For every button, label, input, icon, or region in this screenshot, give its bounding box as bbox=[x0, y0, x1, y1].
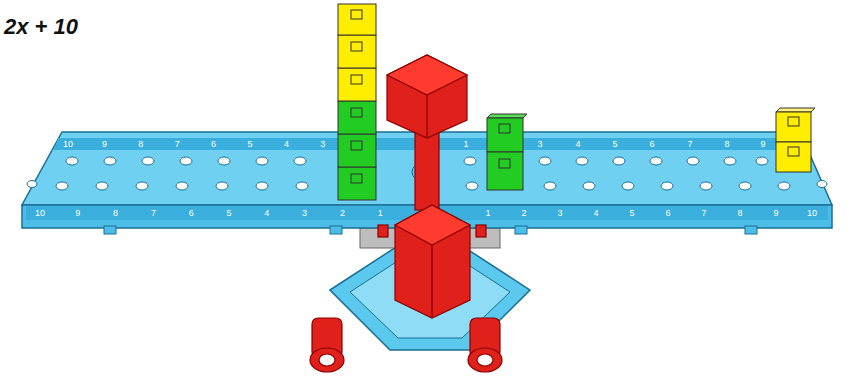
scale-number: 6 bbox=[649, 139, 654, 149]
scale-number: 7 bbox=[151, 208, 156, 218]
scale-number: 3 bbox=[537, 139, 542, 149]
scale-number: 1 bbox=[378, 208, 383, 218]
scale-number: 1 bbox=[485, 208, 490, 218]
scale-number: 4 bbox=[593, 208, 598, 218]
scale-number: 2 bbox=[340, 208, 345, 218]
cube-stack bbox=[776, 108, 815, 172]
cube-stack bbox=[338, 4, 376, 200]
scale-number: 5 bbox=[629, 208, 634, 218]
stand-wheels bbox=[310, 318, 502, 372]
scale-number: 5 bbox=[226, 208, 231, 218]
scale-number: 2 bbox=[521, 208, 526, 218]
scale-number: 3 bbox=[320, 139, 325, 149]
scale-number: 8 bbox=[138, 139, 143, 149]
balance-pointer bbox=[378, 55, 486, 318]
scale-number: 4 bbox=[284, 139, 289, 149]
scale-number: 10 bbox=[35, 208, 45, 218]
scale-number: 5 bbox=[247, 139, 252, 149]
scale-number: 5 bbox=[612, 139, 617, 149]
scale-number: 1 bbox=[463, 139, 468, 149]
scale-number: 9 bbox=[773, 208, 778, 218]
scale-number: 3 bbox=[302, 208, 307, 218]
scale-number: 10 bbox=[63, 139, 73, 149]
scale-number: 7 bbox=[175, 139, 180, 149]
scale-number: 7 bbox=[687, 139, 692, 149]
scale-number: 9 bbox=[760, 139, 765, 149]
scale-number: 6 bbox=[189, 208, 194, 218]
scale-number: 8 bbox=[724, 139, 729, 149]
scale-number: 4 bbox=[575, 139, 580, 149]
scale-number: 6 bbox=[211, 139, 216, 149]
scale-number: 3 bbox=[557, 208, 562, 218]
cube-stack bbox=[487, 114, 527, 190]
scale-number: 8 bbox=[737, 208, 742, 218]
equation-title: 2x + 10 bbox=[4, 14, 78, 40]
scale-number: 8 bbox=[113, 208, 118, 218]
scale-number: 10 bbox=[807, 208, 817, 218]
scale-number: 9 bbox=[75, 208, 80, 218]
scale-number: 9 bbox=[102, 139, 107, 149]
scale-number: 7 bbox=[701, 208, 706, 218]
scale-number: 6 bbox=[665, 208, 670, 218]
scale-number: 4 bbox=[264, 208, 269, 218]
